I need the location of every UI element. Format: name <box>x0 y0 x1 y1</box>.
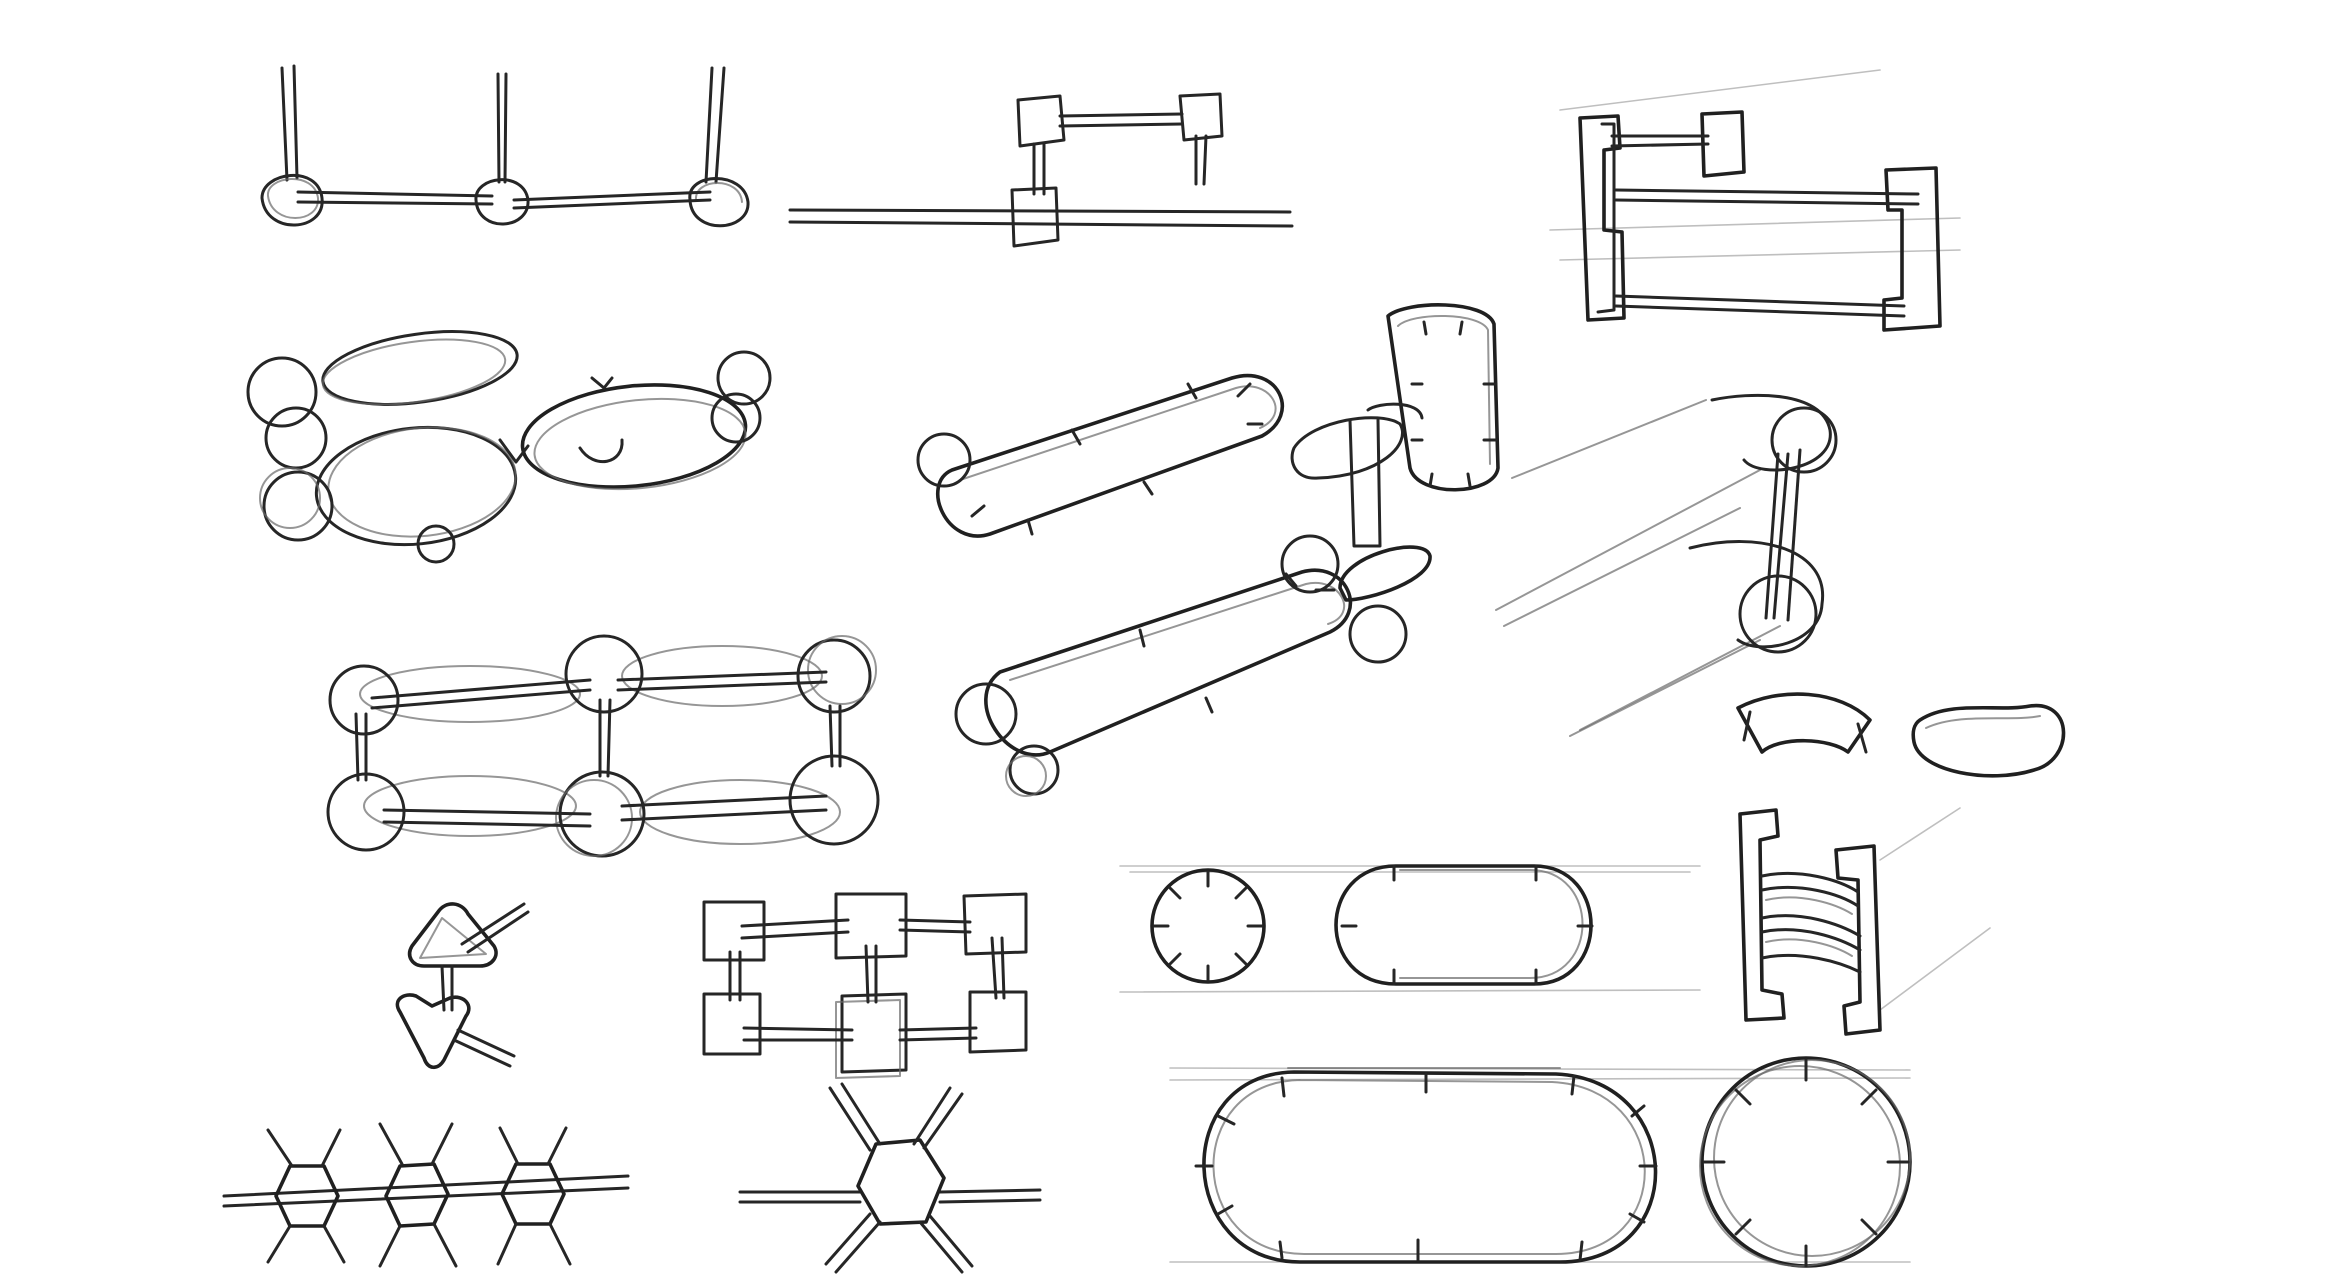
sketch-capsule-pair <box>916 303 1500 797</box>
sketch-disc-ladder <box>326 634 880 858</box>
sketch-square-grid <box>702 892 1028 1079</box>
sketch-curved-bracket <box>1738 807 1991 1036</box>
sketch-tilted-capsule <box>1495 393 2066 778</box>
sketch-chained-ovals <box>246 330 772 564</box>
sketch-hexagon-chain <box>222 1122 630 1268</box>
sketch-hanging-disc-row <box>260 64 750 228</box>
sketch-large-dial <box>1699 1056 1912 1268</box>
sketch-bracket-frame <box>1549 69 1961 332</box>
sketch-hexagon-hub <box>738 1082 1042 1274</box>
sketch-large-capsule <box>1169 1067 1911 1264</box>
sketch-square-rail <box>788 92 1294 248</box>
sketch-linked-triangles <box>395 902 530 1070</box>
sketch-dial-and-capsule <box>1119 864 1701 993</box>
